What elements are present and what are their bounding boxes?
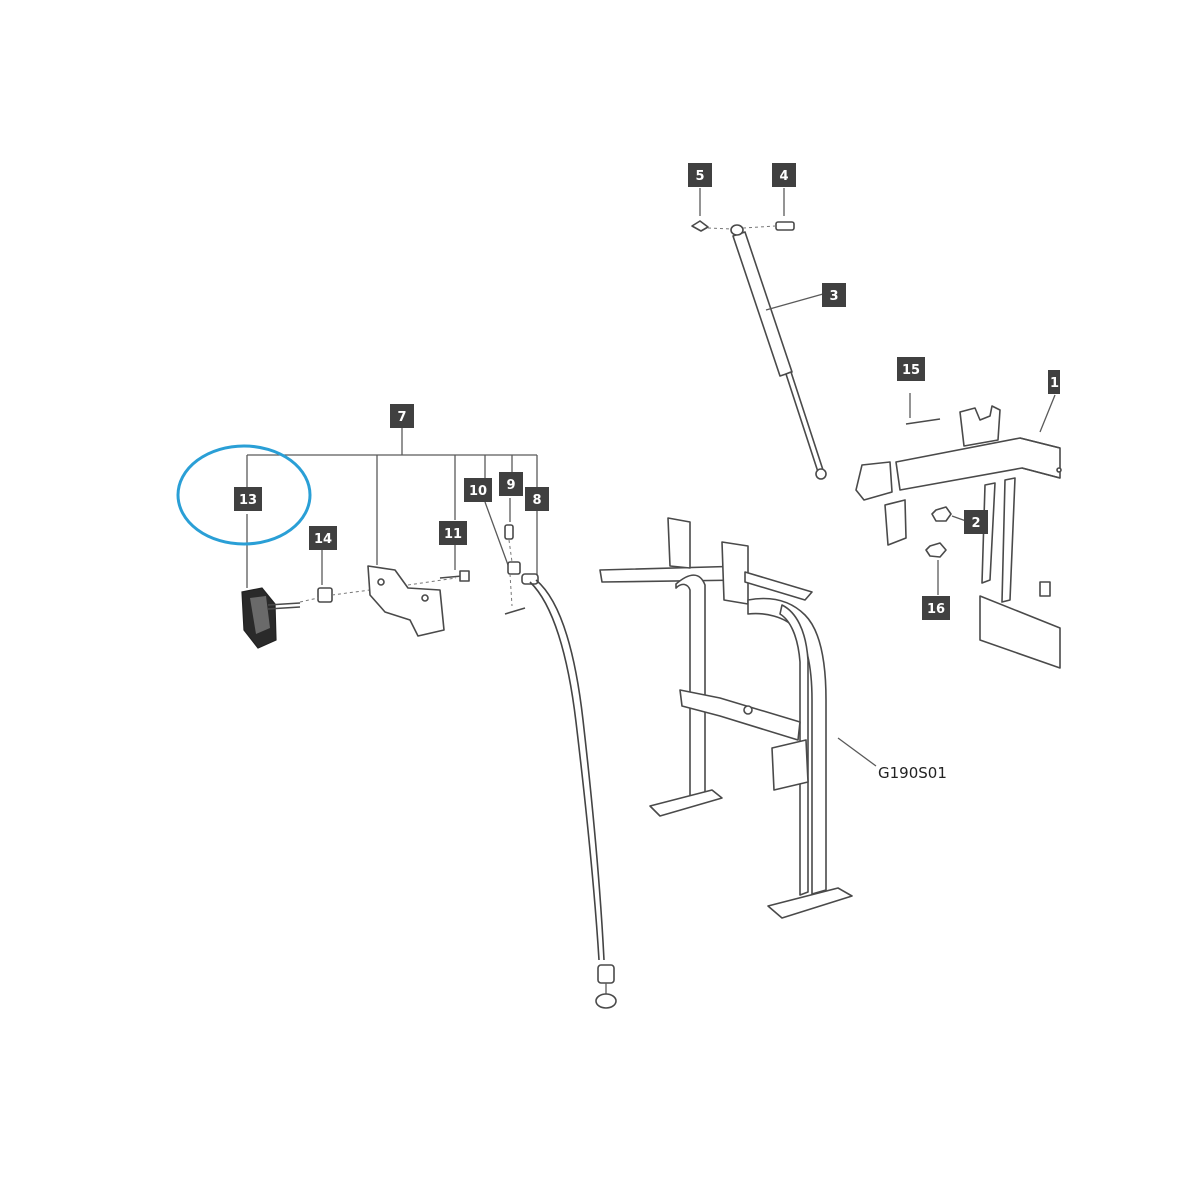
callout-9: 9 bbox=[499, 472, 523, 496]
callout-1: 1 bbox=[1048, 370, 1060, 394]
callout-16-text: 16 bbox=[927, 602, 945, 617]
callout-14-text: 14 bbox=[314, 532, 332, 547]
callout-4: 4 bbox=[772, 163, 796, 187]
callout-10-text: 10 bbox=[469, 484, 487, 499]
callout-8-text: 8 bbox=[532, 493, 541, 508]
callout-11: 11 bbox=[439, 521, 467, 545]
callout-11-text: 11 bbox=[444, 527, 462, 542]
part-3-gas-strut bbox=[691, 188, 827, 480]
part-1-frame bbox=[855, 393, 1062, 669]
bracket-plate bbox=[367, 565, 457, 637]
callout-15: 15 bbox=[897, 357, 925, 381]
reference-code: G190S01 bbox=[878, 764, 947, 782]
callout-9-text: 9 bbox=[506, 478, 515, 493]
stand-frame bbox=[599, 517, 877, 919]
callout-4-text: 4 bbox=[779, 169, 788, 184]
callout-2-text: 2 bbox=[971, 516, 980, 531]
callout-15-text: 15 bbox=[902, 363, 920, 378]
part-14-bushing bbox=[299, 550, 371, 603]
callout-5: 5 bbox=[688, 163, 712, 187]
callout-7-text: 7 bbox=[397, 410, 406, 425]
part-11-bolt bbox=[439, 545, 470, 582]
callout-7: 7 bbox=[390, 404, 414, 428]
callout-14: 14 bbox=[309, 526, 337, 550]
group-7-leader-lines bbox=[246, 428, 538, 565]
highlight-circle bbox=[176, 444, 312, 546]
part-8-cable bbox=[521, 511, 617, 1009]
part-13-knob bbox=[241, 514, 301, 649]
callout-10: 10 bbox=[464, 478, 492, 502]
callout-3-text: 3 bbox=[829, 289, 838, 304]
callout-13-text: 13 bbox=[239, 493, 257, 508]
part-10-9-pins bbox=[484, 498, 526, 615]
callout-1-text: 1 bbox=[1050, 376, 1059, 391]
callout-5-text: 5 bbox=[695, 169, 704, 184]
callout-13: 13 bbox=[234, 487, 262, 511]
callout-2: 2 bbox=[964, 510, 988, 534]
callout-8: 8 bbox=[525, 487, 549, 511]
callout-16: 16 bbox=[922, 596, 950, 620]
callout-3: 3 bbox=[822, 283, 846, 307]
